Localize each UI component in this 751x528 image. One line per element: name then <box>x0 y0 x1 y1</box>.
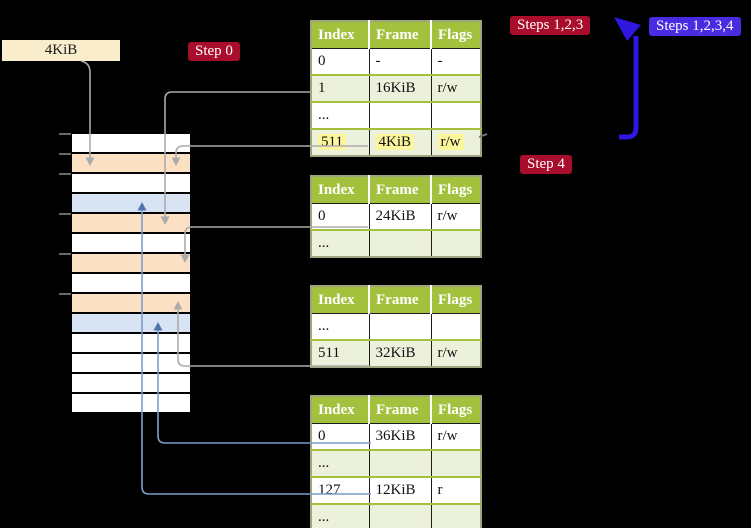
table-cell: 127 <box>311 476 369 504</box>
memory-frame-row <box>72 214 190 232</box>
table-cell: ... <box>311 503 369 528</box>
table-cell: r/w <box>430 128 481 156</box>
table-cell: 0 <box>311 423 369 450</box>
table-cell: 16KiB <box>368 74 431 102</box>
memory-frame-row <box>72 334 190 352</box>
table-cell <box>430 229 481 257</box>
table-cell <box>430 449 481 477</box>
table-cell: 12KiB <box>368 476 431 504</box>
table-cell: 36KiB <box>368 423 431 450</box>
table-cell: 0 <box>311 48 369 75</box>
column-header-frame: Frame <box>368 396 431 424</box>
table-cell <box>368 449 431 477</box>
table-cell: - <box>430 48 481 75</box>
table-cell: - <box>368 48 431 75</box>
frame-size-label: 4KiB <box>2 40 120 61</box>
table-cell <box>368 229 431 257</box>
table-row: ... <box>311 229 481 257</box>
table-cell: r/w <box>430 339 481 367</box>
memory-frame-row <box>72 354 190 372</box>
table-cell: ... <box>311 229 369 257</box>
table-cell: r/w <box>430 423 481 450</box>
column-header-flags: Flags <box>430 286 481 314</box>
memory-frame-row <box>72 254 190 272</box>
table-row: ... <box>311 101 481 129</box>
table-row: ... <box>311 503 481 528</box>
column-header-index: Index <box>311 21 369 49</box>
memory-frame-row <box>72 154 190 172</box>
table-cell: 1 <box>311 74 369 102</box>
table-cell <box>430 101 481 129</box>
table-cell <box>430 313 481 340</box>
column-header-flags: Flags <box>430 176 481 204</box>
table-cell: 0 <box>311 203 369 230</box>
table-cell: 32KiB <box>368 339 431 367</box>
step0-badge: Step 0 <box>188 42 240 61</box>
table-cell: 4KiB <box>368 128 431 156</box>
table-cell: 24KiB <box>368 203 431 230</box>
column-header-frame: Frame <box>368 286 431 314</box>
memory-frame-row <box>72 274 190 292</box>
memory-frame-row <box>72 294 190 312</box>
table-cell: 511 <box>311 339 369 367</box>
memory-address-ticks <box>59 133 71 295</box>
table-row: 0-- <box>311 48 481 75</box>
memory-frame-row <box>72 234 190 252</box>
memory-frame-row <box>72 174 190 192</box>
column-header-flags: Flags <box>430 396 481 424</box>
column-header-index: Index <box>311 286 369 314</box>
table-cell: r/w <box>430 203 481 230</box>
column-header-index: Index <box>311 176 369 204</box>
column-header-flags: Flags <box>430 21 481 49</box>
table-row: ... <box>311 313 481 340</box>
steps1234-badge: Steps 1,2,3,4 <box>649 17 741 36</box>
table-cell: ... <box>311 101 369 129</box>
table-cell <box>368 503 431 528</box>
steps123-badge: Steps 1,2,3 <box>510 16 591 35</box>
table-cell: ... <box>311 449 369 477</box>
table-cell: ... <box>311 313 369 340</box>
memory-frame-row <box>72 134 190 152</box>
steps-loop-arrow <box>614 17 641 140</box>
column-header-frame: Frame <box>368 21 431 49</box>
table-cell: r <box>430 476 481 504</box>
memory-frame-row <box>72 374 190 392</box>
memory-frame-row <box>72 394 190 412</box>
step4-badge: Step 4 <box>520 155 572 174</box>
table-cell <box>368 313 431 340</box>
table-cell <box>368 101 431 129</box>
table-cell <box>430 503 481 528</box>
memory-column <box>72 134 190 412</box>
column-header-frame: Frame <box>368 176 431 204</box>
table-cell: r/w <box>430 74 481 102</box>
memory-frame-row <box>72 194 190 212</box>
table-cell: 511 <box>311 128 369 156</box>
table-row: ... <box>311 449 481 477</box>
memory-frame-row <box>72 314 190 332</box>
column-header-index: Index <box>311 396 369 424</box>
